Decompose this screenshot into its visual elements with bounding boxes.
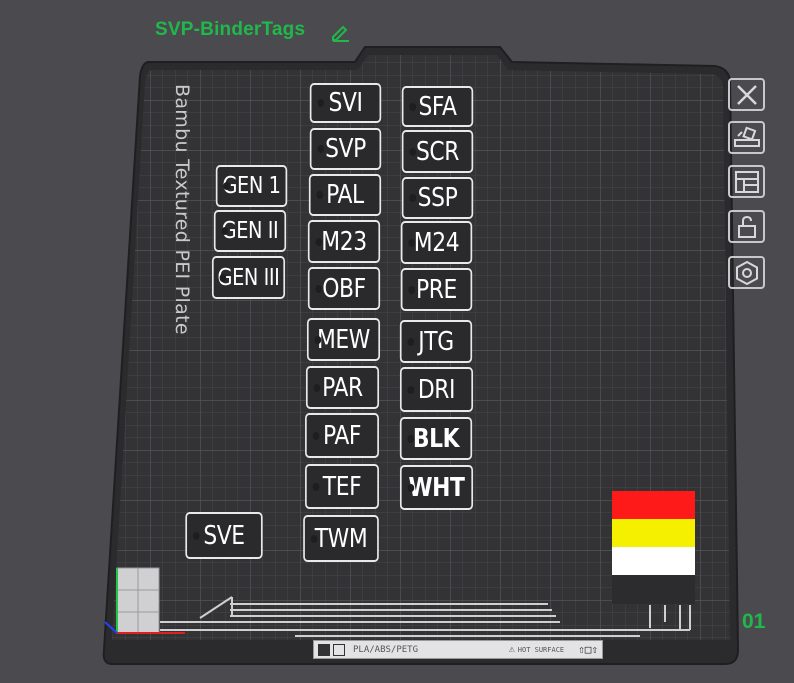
- warning-icon: ⚠: [508, 644, 515, 655]
- lock-icon: [737, 215, 756, 238]
- hot-surface-text: HOT SURFACE: [517, 645, 565, 654]
- origin-cube: [116, 567, 160, 634]
- arrange-button[interactable]: [728, 165, 765, 198]
- tag-gen-ii[interactable]: GEN II: [213, 210, 287, 252]
- tag-obf[interactable]: OBF: [307, 267, 381, 310]
- auto-orient-icon: [733, 126, 760, 147]
- material-text: PLA/ABS/PETG: [353, 644, 419, 655]
- swatch-white[interactable]: [612, 547, 695, 575]
- plate-orientation-icon: ⇧□⇧: [578, 643, 598, 656]
- lock-button[interactable]: [728, 210, 765, 243]
- tag-sve[interactable]: SVE: [185, 512, 263, 559]
- tag-dri[interactable]: DRI: [399, 367, 474, 412]
- tag-blk[interactable]: BLK: [399, 417, 473, 460]
- tag-m24[interactable]: M24: [400, 221, 473, 264]
- plate-logo-icon: [318, 643, 330, 656]
- tag-paf[interactable]: PAF: [305, 413, 379, 458]
- plate-title[interactable]: SVP-BinderTags: [155, 19, 306, 40]
- tag-twm[interactable]: TWM: [303, 515, 379, 562]
- plate-markings: [160, 596, 691, 637]
- close-button[interactable]: [728, 78, 765, 111]
- tag-m23[interactable]: M23: [307, 220, 381, 263]
- close-icon: [736, 84, 757, 105]
- tag-gen-iii[interactable]: GEN III: [211, 256, 286, 299]
- plate-type-label: Bambu Textured PEI Plate: [171, 84, 193, 335]
- tag-svi[interactable]: SVI: [309, 83, 382, 123]
- settings-button[interactable]: [728, 256, 765, 289]
- arrange-icon: [734, 170, 759, 193]
- plate-logo-icon-2: [333, 643, 345, 656]
- tag-gen-1[interactable]: GEN 1: [215, 165, 288, 207]
- tag-pre[interactable]: PRE: [400, 268, 473, 311]
- tag-par[interactable]: PAR: [305, 366, 380, 409]
- auto-orient-button[interactable]: [728, 121, 765, 154]
- swatch-yellow[interactable]: [612, 519, 695, 547]
- tag-wht[interactable]: WHT: [399, 465, 474, 510]
- tag-svp[interactable]: SVP: [309, 128, 382, 170]
- tag-scr[interactable]: SCR: [401, 130, 474, 173]
- z-axis: [104, 621, 118, 634]
- tag-jtg[interactable]: JTG: [399, 320, 473, 363]
- tag-mew[interactable]: MEW: [306, 318, 381, 361]
- plate-info-bar: PLA/ABS/PETG ⚠ HOT SURFACE ⇧□⇧: [313, 640, 603, 659]
- edit-icon[interactable]: [330, 22, 350, 42]
- tag-ssp[interactable]: SSP: [401, 177, 474, 219]
- swatch-red[interactable]: [612, 491, 695, 519]
- tag-pal[interactable]: PAL: [308, 174, 382, 216]
- tag-tef[interactable]: TEF: [305, 464, 379, 509]
- tag-sfa[interactable]: SFA: [401, 86, 474, 127]
- settings-icon: [735, 260, 758, 285]
- swatch-black[interactable]: [612, 575, 695, 604]
- plate-index: 01: [742, 610, 766, 633]
